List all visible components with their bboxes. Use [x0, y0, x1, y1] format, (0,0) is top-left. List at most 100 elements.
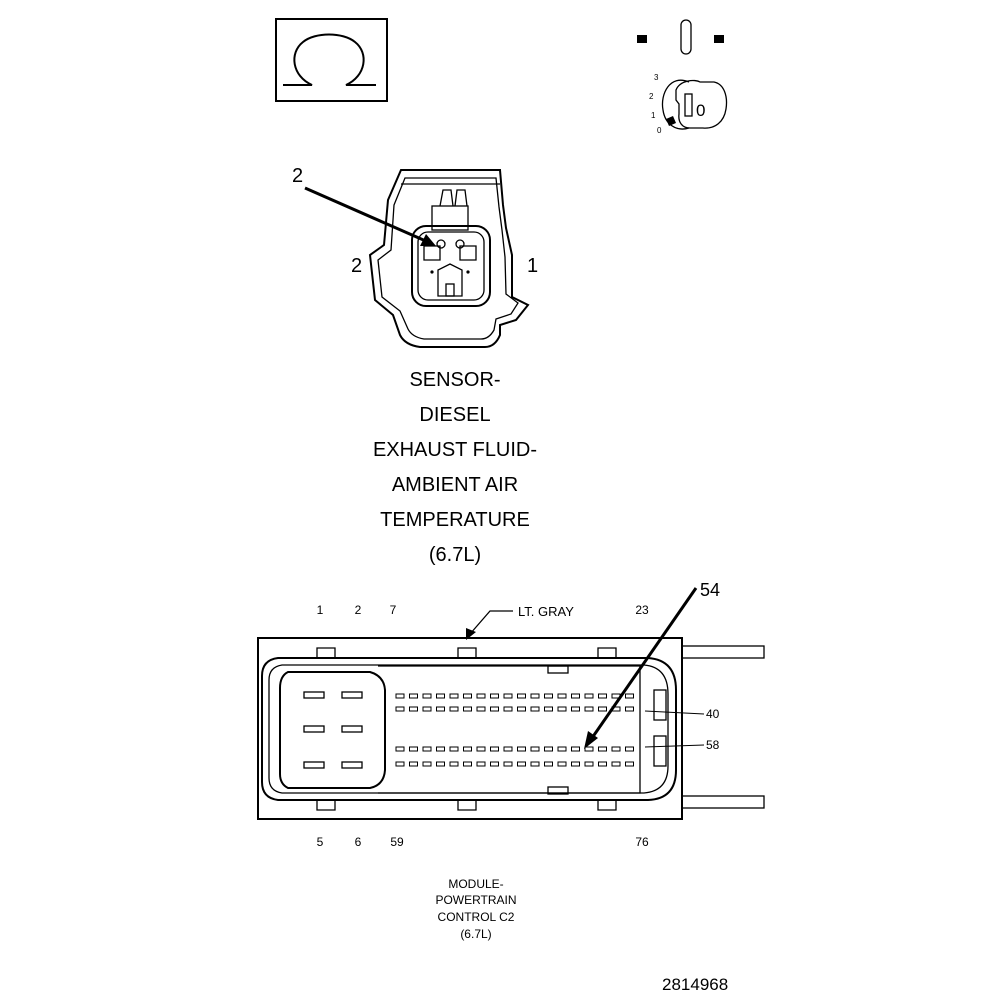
pcm-signal-terminal [571, 706, 580, 712]
pcm-color-arrowhead [466, 628, 476, 640]
pcm-signal-terminal [476, 693, 486, 699]
ignition-pos-2: 2 [649, 92, 654, 101]
pcm-signal-terminal [530, 706, 540, 712]
sensor-dot-1 [430, 270, 434, 274]
pcm-signal-terminal [611, 746, 621, 752]
pcm-signal-terminal [503, 706, 513, 712]
pcm-bottom-pin-label: 76 [635, 835, 649, 849]
pcm-callout-pin: 54 [700, 580, 720, 600]
sensor-connector-outer-shell [368, 169, 530, 348]
pcm-signal-terminals [395, 693, 634, 767]
pcm-signal-terminal [503, 746, 513, 752]
pcm-power-terminal [303, 761, 325, 769]
pcm-color-leader [469, 610, 513, 635]
pcm-signal-terminal [476, 761, 486, 767]
pcm-bottom-pin-label: 5 [317, 835, 324, 849]
pcm-signal-terminal [611, 761, 621, 767]
ignition-left-mark [637, 35, 647, 43]
sensor-title-line: EXHAUST FLUID- [373, 439, 537, 461]
sensor-terminal-left [423, 245, 441, 261]
pcm-signal-terminal [557, 693, 567, 699]
pcm-signal-terminal [395, 706, 405, 712]
pcm-pin-58-label: 58 [706, 738, 720, 752]
pcm-signal-terminal [598, 746, 607, 752]
sensor-pin-cavity-inner [417, 231, 485, 301]
sensor-pin-1-circle [455, 239, 465, 249]
pcm-pin-40-leader [644, 710, 705, 715]
pcm-signal-terminal [544, 706, 553, 712]
pcm-signal-terminal [544, 693, 553, 699]
pcm-signal-terminal [409, 693, 418, 699]
ignition-pos-0: 0 [657, 126, 662, 135]
ignition-key-head [675, 79, 728, 129]
pcm-signal-terminal [571, 761, 580, 767]
pcm-signal-terminal [463, 761, 472, 767]
pcm-signal-terminal [530, 761, 540, 767]
pcm-signal-terminal [544, 746, 553, 752]
ignition-pos-3: 3 [654, 73, 659, 82]
pcm-signal-terminal [517, 746, 526, 752]
pcm-signal-terminal [625, 761, 634, 767]
sensor-callout-arrowhead [420, 234, 436, 246]
pcm-signal-terminal [436, 706, 445, 712]
pcm-top-pin-label: 1 [317, 603, 324, 617]
pcm-signal-terminal [409, 761, 418, 767]
pcm-signal-terminal [517, 761, 526, 767]
sensor-title-line: SENSOR- [409, 369, 500, 391]
pcm-signal-terminal [517, 706, 526, 712]
pcm-title-line: POWERTRAIN [435, 893, 516, 907]
sensor-keyway [437, 263, 463, 297]
pcm-signal-terminal [436, 761, 445, 767]
pcm-bottom-pin-label: 59 [390, 835, 404, 849]
pcm-signal-terminal [584, 693, 594, 699]
ignition-key-label: 0 [696, 101, 705, 120]
pcm-power-terminals [303, 691, 363, 769]
pcm-signal-terminal [490, 746, 499, 752]
pcm-inner-shroud-2 [268, 664, 669, 794]
sensor-pin-2-circle [436, 239, 446, 249]
pcm-top-pin-label: 7 [390, 603, 397, 617]
pcm-signal-terminal [422, 693, 432, 699]
pcm-signal-terminal [517, 693, 526, 699]
pcm-signal-terminal [409, 706, 418, 712]
ignition-key-stem [684, 93, 693, 117]
pcm-pin-58-leader [644, 744, 705, 748]
pcm-top-pin-label: 2 [355, 603, 362, 617]
pcm-signal-terminal [409, 746, 418, 752]
pcm-signal-terminal [436, 746, 445, 752]
pcm-latch-lower [653, 735, 667, 767]
pcm-key-top [547, 665, 569, 674]
pcm-color-label: LT. GRAY [518, 604, 574, 619]
pcm-signal-terminal [395, 761, 405, 767]
pcm-signal-terminal [557, 706, 567, 712]
sensor-callout-pin: 2 [292, 165, 303, 187]
pcm-connector: 40 58 1 2 7 23 5 6 59 76 LT. GRAY 54 MOD… [257, 580, 765, 941]
sensor-title-line: TEMPERATURE [380, 509, 530, 531]
pcm-callout-arrowhead [584, 731, 598, 749]
sensor-pin-cavity [411, 225, 491, 307]
pcm-signal-terminal [476, 746, 486, 752]
pcm-outer-housing [257, 637, 683, 820]
ohm-symbol [275, 18, 388, 102]
pcm-signal-terminal [544, 761, 553, 767]
pcm-signal-terminal [490, 693, 499, 699]
pcm-title: MODULE- POWERTRAIN CONTROL C2 (6.7L) [435, 877, 516, 941]
sensor-latch-arm [439, 189, 468, 207]
sensor-keyway-slot [445, 283, 455, 297]
pcm-signal-terminal [436, 693, 445, 699]
pcm-signal-terminal [571, 693, 580, 699]
pcm-top-lugs [316, 647, 617, 658]
ohm-icon-frame [275, 18, 388, 102]
pcm-bottom-lugs [316, 800, 617, 811]
sensor-dot-2 [466, 270, 470, 274]
pcm-signal-terminal [557, 746, 567, 752]
pcm-power-cavity [279, 671, 386, 789]
pcm-signal-terminal [625, 693, 634, 699]
figure-number: 2814968 [662, 975, 728, 994]
pcm-signal-terminal [584, 746, 594, 752]
pcm-signal-terminal [422, 706, 432, 712]
pcm-signal-terminal [449, 693, 459, 699]
sensor-title-line: DIESEL [419, 404, 490, 426]
pcm-title-line: CONTROL C2 [438, 910, 515, 924]
sensor-connector: 2 2 1 SENSOR- DIESEL EXHAUST FLUID- AMBI… [292, 165, 538, 566]
